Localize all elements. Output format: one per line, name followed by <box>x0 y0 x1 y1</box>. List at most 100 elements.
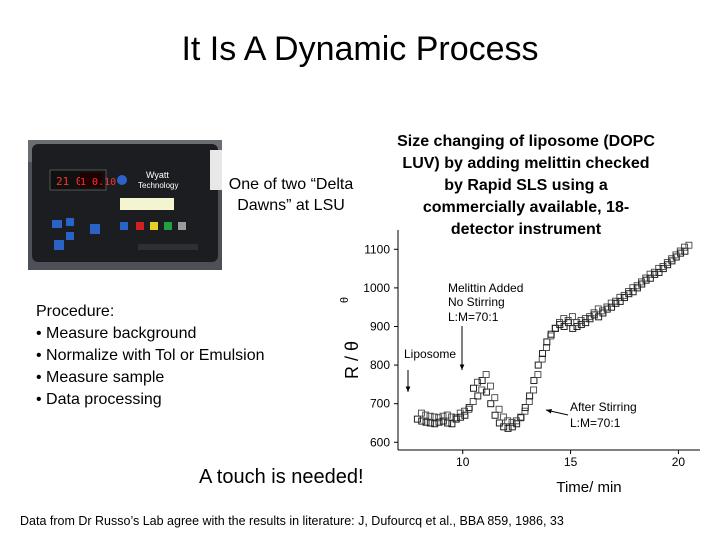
procedure-heading: Procedure: <box>36 303 115 320</box>
data-point <box>452 415 460 423</box>
data-point <box>474 392 482 400</box>
data-point <box>681 247 689 255</box>
photo-caption: One of two “Delta Dawns” at LSU <box>228 176 354 214</box>
data-point <box>448 413 456 421</box>
data-point <box>456 409 464 417</box>
data-point <box>577 321 585 329</box>
chart-annotation: Liposome <box>404 347 456 361</box>
data-point <box>491 411 499 419</box>
procedure-list: Procedure: • Measure background • Normal… <box>36 301 316 411</box>
data-point <box>508 418 516 426</box>
data-point <box>616 297 624 305</box>
data-point <box>608 303 616 311</box>
y-tick-label: 900 <box>370 319 390 333</box>
instrument-photo: 21 0 1 0.10 Wyatt Technology <box>28 140 222 270</box>
data-point <box>560 322 568 330</box>
data-point <box>517 413 525 421</box>
data-point <box>469 398 477 405</box>
data-point <box>448 420 456 428</box>
data-point <box>530 377 538 385</box>
data-point <box>685 241 693 249</box>
procedure-step: • Data processing <box>36 391 162 408</box>
data-point <box>672 253 680 261</box>
chart-annotation: Melittin Added <box>448 281 523 295</box>
data-point <box>487 400 495 408</box>
y-tick-label: 1100 <box>364 242 390 256</box>
data-point <box>551 324 559 332</box>
data-point <box>431 420 439 428</box>
data-point <box>413 415 421 423</box>
data-point <box>435 418 443 426</box>
y-tick-label: 1000 <box>363 281 390 295</box>
experiment-description: Size changing of liposome (DOPC LUV) by … <box>397 133 655 238</box>
data-point <box>470 384 477 392</box>
arrow-head <box>405 386 411 392</box>
data-point <box>422 411 430 419</box>
data-point <box>474 378 481 386</box>
data-point <box>659 265 667 273</box>
data-point <box>426 419 434 427</box>
data-point <box>642 276 650 284</box>
data-point <box>569 324 577 332</box>
data-point <box>443 411 451 419</box>
procedure-step: • Normalize with Tol or Emulsion <box>36 347 265 364</box>
data-point <box>526 392 534 400</box>
chart-annotation: After Stirring <box>570 400 637 414</box>
data-point <box>499 413 507 421</box>
data-point <box>582 319 590 327</box>
x-tick-label: 20 <box>672 455 686 469</box>
data-point <box>486 382 494 390</box>
data-point <box>581 315 589 323</box>
data-point <box>439 417 447 425</box>
data-point <box>560 315 568 323</box>
data-point <box>504 424 512 432</box>
chart-annotation: L:M=70:1 <box>448 310 499 324</box>
data-point <box>599 309 607 317</box>
x-axis-label: Time/ min <box>556 479 621 496</box>
data-point <box>534 361 542 369</box>
arrow-head <box>459 364 465 370</box>
data-point <box>500 423 508 431</box>
data-point <box>482 371 490 378</box>
data-point <box>521 407 529 415</box>
data-point <box>543 338 551 346</box>
data-point <box>646 274 654 282</box>
data-point <box>668 257 676 265</box>
data-point <box>573 318 581 326</box>
data-point <box>457 413 465 421</box>
data-point <box>444 419 452 427</box>
data-point <box>417 409 425 417</box>
data-point <box>495 405 503 413</box>
citation-footer: Data from Dr Russo’s Lab agree with the … <box>20 514 564 528</box>
y-tick-label: 700 <box>370 397 390 411</box>
instrument-illustration: 21 0 1 0.10 Wyatt Technology <box>28 140 222 270</box>
data-point <box>461 411 469 419</box>
data-point <box>594 305 602 313</box>
data-point <box>504 417 512 425</box>
data-point <box>638 280 646 288</box>
data-point <box>465 405 473 413</box>
data-point <box>616 293 624 301</box>
data-point <box>586 315 594 323</box>
data-point <box>439 412 447 420</box>
data-point <box>430 413 438 421</box>
data-point <box>482 388 490 396</box>
x-tick-label: 15 <box>564 455 578 469</box>
data-point <box>677 249 685 257</box>
display-left: 21 0 <box>56 175 83 188</box>
data-point <box>573 322 581 330</box>
data-point <box>577 317 585 324</box>
data-point <box>547 330 555 338</box>
data-point <box>478 377 486 385</box>
data-point <box>495 419 503 427</box>
data-point <box>564 319 572 327</box>
data-point <box>418 417 426 425</box>
data-point <box>426 412 434 420</box>
data-point <box>590 311 598 319</box>
data-point <box>651 270 659 278</box>
data-point <box>607 299 615 307</box>
